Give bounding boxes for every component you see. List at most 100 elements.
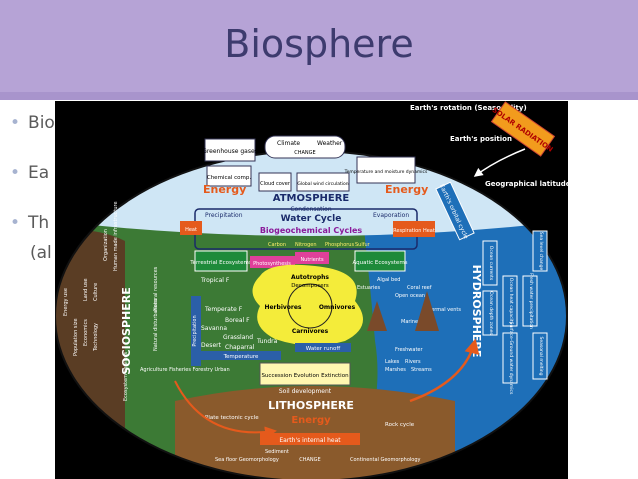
energy-arrow-right xyxy=(409,338,480,403)
ocean-heat-label: Ocean heat capacity xyxy=(508,278,514,325)
food-web: Autotrophs Decomposers Herbivores Omnivo… xyxy=(252,264,363,346)
organization: Organization xyxy=(103,229,109,261)
decomposers-label: Decomposers xyxy=(291,283,329,289)
cloud-label: Cloud cover xyxy=(260,181,291,187)
population-size: Population size xyxy=(73,318,79,356)
ocean-heat-box xyxy=(502,275,518,327)
carbon-label: Carbon xyxy=(268,242,286,248)
heat-label: Heat xyxy=(185,227,197,233)
ecosystem-services: Ecosystem services xyxy=(123,351,129,401)
coral-reef: Coral reef xyxy=(407,285,432,291)
aquatic-box xyxy=(354,250,406,272)
sociosphere-label: SOCIOSPHERE xyxy=(120,287,133,374)
geographical-latitude-label: Geographical latitude xyxy=(485,180,568,188)
evaporation-label: Evaporation xyxy=(373,212,409,219)
solar-arrow xyxy=(473,148,526,177)
bullet-3-text: Th xyxy=(28,213,50,233)
greenhouse-box xyxy=(204,138,256,162)
fresh-water-label: Fresh water precipitation xyxy=(528,273,534,329)
aquatic-label: Aquatic Ecosystems xyxy=(352,260,407,266)
land-use: Land use xyxy=(83,278,89,301)
slide-title: Biosphere xyxy=(224,22,414,66)
agriculture: Agriculture Fisheries Forestry Urban xyxy=(140,367,230,373)
ocean-currents-box xyxy=(482,240,498,286)
diagram-svg: Earth's rotation (Seasonality) SOLAR RAD… xyxy=(55,101,568,479)
hydrosphere-label: HYDROSPHERE xyxy=(470,265,483,358)
fresh-water-box xyxy=(522,275,538,327)
biome-savanna: Savanna xyxy=(201,325,227,332)
human-infrastructure: Human made infrastructure xyxy=(113,201,119,271)
earth-heat-label: Earth's internal heat xyxy=(279,437,341,444)
climate-label: Climate xyxy=(277,140,300,147)
omnivores-label: Omnivores xyxy=(319,304,356,311)
temperature-bar xyxy=(201,351,281,360)
ocean-currents-label: Ocean currents xyxy=(488,246,494,281)
surface-ground-label: Surface-Ground water dynamics xyxy=(508,322,514,395)
biome-grassland: Grassland xyxy=(223,334,253,341)
carnivores-label: Carnivores xyxy=(292,328,329,335)
food-web-ring xyxy=(287,283,333,329)
plate-tectonic-label: Plate tectonic cycle xyxy=(205,415,259,421)
bullet-dot: • xyxy=(10,213,21,233)
continental-label: Continental Geomorphology xyxy=(350,457,421,463)
flow-arrows xyxy=(174,148,526,439)
precipitation-vertical-label: Precipitation xyxy=(192,315,198,346)
precipitation-label: Precipitation xyxy=(205,212,243,219)
lithosphere-label: LITHOSPHERE xyxy=(268,399,354,412)
biome-temperate: Temperate F xyxy=(204,306,243,313)
terrestrial-label: Terrestrial Ecosystems xyxy=(189,260,252,266)
energy-right-label: Energy xyxy=(385,183,428,196)
marine: Marine xyxy=(401,319,418,325)
ocean-depth-label: Ocean depth zones xyxy=(488,291,494,335)
nitrogen-label: Nitrogen xyxy=(295,242,317,248)
terrestrial-box xyxy=(194,250,248,272)
energy-left-label: Energy xyxy=(203,183,246,196)
freshwater: Freshwater xyxy=(395,347,423,353)
solar-radiation-box xyxy=(490,101,556,157)
bullet-2: •Ea xyxy=(10,163,49,183)
change-bottom-label: CHANGE xyxy=(299,457,320,463)
respiration-heat-box xyxy=(393,221,435,237)
bullet-1: •Bio xyxy=(10,113,55,133)
bullet-3: • Th xyxy=(10,213,49,233)
open-ocean: Open ocean xyxy=(395,293,425,299)
orbital-cycle-box xyxy=(435,181,475,241)
herbivores-label: Herbivores xyxy=(264,304,301,311)
precipitation-bar xyxy=(191,296,201,366)
photosynthesis-box xyxy=(250,256,295,268)
earths-position-label: Earth's position xyxy=(450,135,512,143)
marshes: Marshes xyxy=(385,367,406,373)
wind-label: Global wind circulation xyxy=(297,181,348,187)
thermal-vents: Thermal vents xyxy=(424,307,461,313)
lakes: Lakes xyxy=(385,359,400,365)
surface-ground-box xyxy=(502,332,518,384)
soil-development-label: Soil development xyxy=(279,388,332,395)
biome-tundra: Tundra xyxy=(256,338,278,345)
water-runoff-bar xyxy=(295,343,351,352)
earths-rotation-label: Earth's rotation (Seasonality) xyxy=(410,104,527,112)
weather-label: Weather xyxy=(317,140,343,147)
wind-box xyxy=(296,172,350,192)
water-runoff-label: Water runoff xyxy=(306,346,341,352)
energy-arrow-left xyxy=(174,380,277,439)
temp-moisture-label: Temperature and moisture dynamics xyxy=(344,169,428,175)
sulfur-label: Sulfur xyxy=(355,242,371,248)
biogeochemical-label: Biogeochemical Cycles xyxy=(260,226,363,235)
phosphorus-label: Phosphorus xyxy=(325,242,354,248)
streams: Streams xyxy=(411,367,432,373)
temp-moisture-box xyxy=(356,156,416,184)
sea-level-box xyxy=(532,230,548,272)
climate-weather-box xyxy=(264,135,346,159)
aquatic-items: Algal bed Estuaries Coral reef Open ocea… xyxy=(357,277,461,373)
greenhouse-label: Greenhouse gases xyxy=(202,148,258,155)
seasonal-melting-label: Seasonal melting xyxy=(538,337,544,376)
food-web-blob xyxy=(252,264,363,346)
energy-bottom-label: Energy xyxy=(291,415,331,426)
succession-label: Succession Evolution Extinction xyxy=(261,373,349,379)
bullet-2-text: Ea xyxy=(28,163,50,183)
biomes: Tropical F Temperate F Boreal F Savanna … xyxy=(200,277,278,351)
algal-bed: Algal bed xyxy=(377,277,400,283)
economics: Economics xyxy=(83,319,89,346)
chemical-label: Chemical comp. xyxy=(207,175,252,181)
title-band-shadow xyxy=(0,92,638,100)
